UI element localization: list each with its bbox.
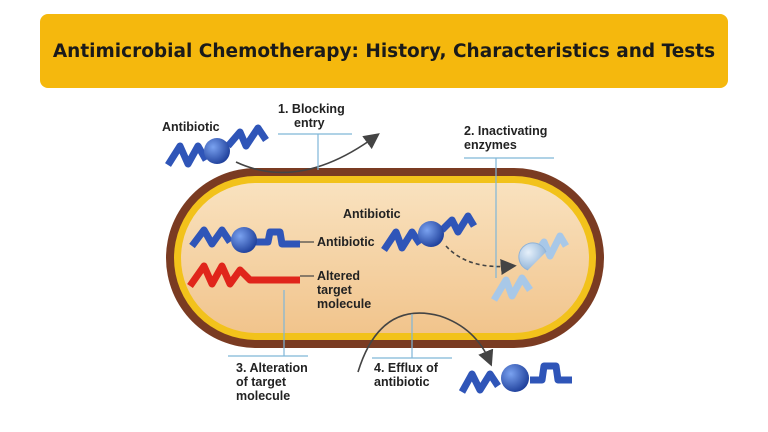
enzyme-arrow (445, 245, 517, 275)
effluxed-antibiotic-molecule (458, 362, 572, 394)
mech4-number: 4. (374, 361, 384, 375)
inside-antibiotic-molecule (381, 212, 478, 252)
mech1-number: 1. (278, 102, 288, 116)
mech4-line2: antibiotic (374, 375, 430, 389)
bound-antibiotic-label: Antibiotic (317, 235, 375, 249)
mech2-number: 2. (464, 124, 474, 138)
mech3-number: 3. (236, 361, 246, 375)
mech3-line2: of target (236, 375, 287, 389)
mech2-label: 2. Inactivating enzymes (464, 124, 551, 152)
mech1-label: 1. Blocking entry (278, 102, 348, 130)
page-title: Antimicrobial Chemotherapy: History, Cha… (52, 40, 716, 62)
mech4-line1: Efflux of (388, 361, 439, 375)
mech3-line3: molecule (236, 389, 290, 403)
mech4-label: 4. Efflux of antibiotic (374, 361, 441, 389)
mech3-line1: Alteration (249, 361, 307, 375)
mech1-line1: Blocking (292, 102, 345, 116)
title-banner: Antimicrobial Chemotherapy: History, Cha… (40, 14, 728, 88)
inactivated-antibiotic (490, 232, 570, 302)
mech2-line2: enzymes (464, 138, 517, 152)
mech2-line1: Inactivating (478, 124, 547, 138)
outside-antibiotic-molecule (165, 124, 269, 168)
mech1-line2: entry (294, 116, 325, 130)
outside-antibiotic-label: Antibiotic (162, 120, 220, 134)
bound-antibiotic-molecule (189, 226, 300, 253)
altered-target-molecule (187, 262, 300, 289)
cytoplasm (181, 183, 589, 333)
efflux-arrow (357, 312, 494, 373)
blocking-entry-arrow (235, 133, 380, 174)
altered-target-label: Altered target molecule (317, 269, 371, 311)
inside-antibiotic-label: Antibiotic (343, 207, 401, 221)
mech3-label: 3. Alteration of target molecule (236, 361, 311, 403)
